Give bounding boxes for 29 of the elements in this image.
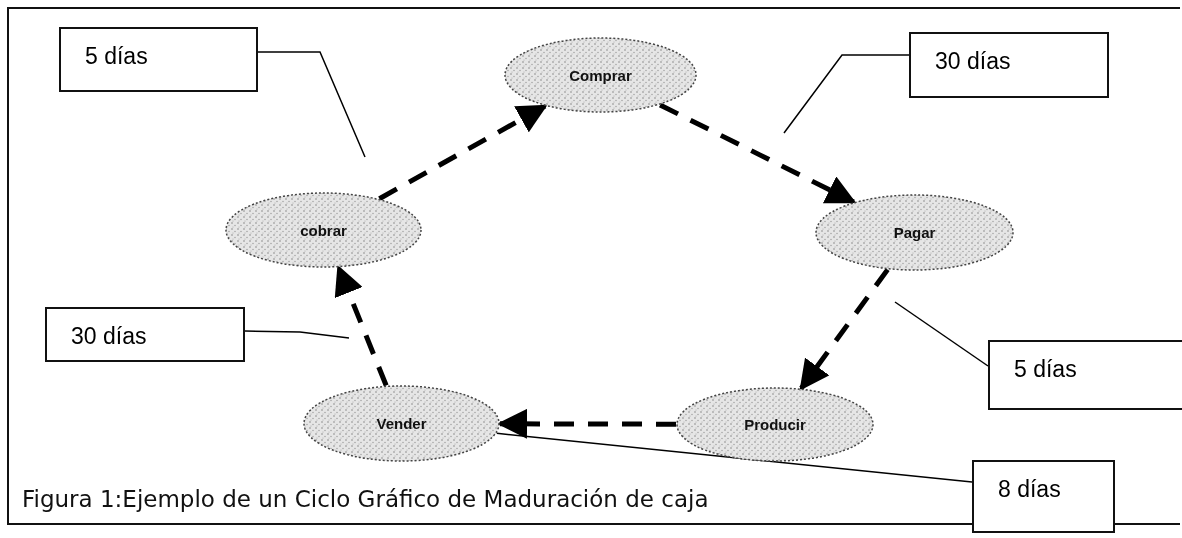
leader-line xyxy=(244,330,350,339)
duration-box xyxy=(988,340,1182,410)
process-ellipse xyxy=(303,385,500,462)
node-label: Vender xyxy=(376,415,427,432)
process-ellipse xyxy=(676,387,874,462)
duration-label: 8 días xyxy=(998,476,1061,503)
duration-label: 5 días xyxy=(1014,356,1077,383)
process-ellipse xyxy=(225,192,422,268)
node-label: Producir xyxy=(744,416,806,433)
process-ellipse xyxy=(504,37,697,113)
duration-box xyxy=(45,307,245,362)
duration-box xyxy=(59,27,258,92)
dashed-arrow xyxy=(378,103,548,201)
node-label: Comprar xyxy=(569,66,632,84)
node-label: Pagar xyxy=(893,224,936,241)
leader-line xyxy=(496,432,973,483)
duration-box xyxy=(972,460,1115,533)
process-ellipse xyxy=(815,194,1014,271)
figure-caption: Figura 1:Ejemplo de un Ciclo Gráfico de Maduración de caja xyxy=(22,486,709,512)
dashed-arrow xyxy=(658,102,857,205)
leader-line xyxy=(257,51,366,158)
leader-line xyxy=(783,54,910,134)
node-label: cobrar xyxy=(300,221,347,239)
dashed-arrow xyxy=(799,268,890,391)
duration-label: 5 días xyxy=(85,43,148,70)
duration-label: 30 días xyxy=(71,323,147,350)
duration-box xyxy=(909,32,1109,98)
leader-line xyxy=(894,301,989,367)
duration-label: 30 días xyxy=(935,48,1011,75)
